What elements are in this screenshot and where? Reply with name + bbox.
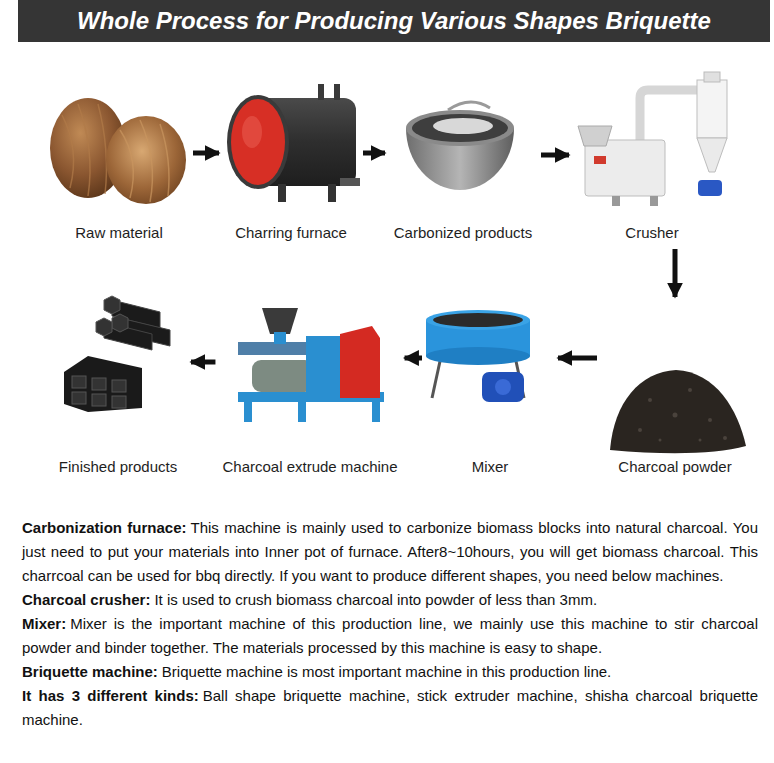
crusher-picture (578, 72, 727, 206)
machine-name: Briquette machine: (22, 663, 158, 680)
paragraph: Charcoal crusher:It is used to crush bio… (22, 588, 758, 612)
description: Carbonization furnace:This machine is ma… (22, 516, 758, 732)
coconut-picture (50, 98, 186, 204)
step-label: Charcoal powder (600, 458, 750, 476)
paragraph: Carbonization furnace:This machine is ma… (22, 516, 758, 588)
step-label: Crusher (572, 224, 732, 242)
powder-picture (610, 370, 746, 453)
process-step: Charcoal extrude machine (218, 300, 401, 478)
step-label: Mixer (425, 458, 555, 476)
mixer-picture (426, 310, 530, 402)
step-label: Charcoal extrude machine (218, 458, 401, 476)
machine-name: It has 3 different kinds: (22, 687, 199, 704)
briquette-picture (64, 296, 170, 412)
process-step: Finished products (48, 290, 188, 478)
flow-arrow (558, 356, 597, 361)
paragraph: Mixer:Mixer is the important machine of … (22, 612, 758, 660)
flow-arrow (405, 356, 422, 361)
process-step: Mixer (425, 300, 555, 478)
flow-arrow (541, 153, 569, 158)
flow-arrow (193, 151, 219, 156)
step-label: Charring furnace (222, 224, 360, 242)
process-step: Raw material (48, 86, 190, 246)
flow-arrow (191, 360, 215, 365)
extruder-picture (238, 308, 384, 422)
flow-arrow (363, 151, 385, 156)
step-label: Raw material (48, 224, 190, 242)
flow-arrow (673, 249, 678, 297)
machine-name: Charcoal crusher: (22, 591, 150, 608)
process-step: Charcoal powder (600, 300, 750, 478)
machine-description: Briquette machine is most important mach… (162, 663, 611, 680)
furnace-picture (227, 84, 360, 202)
process-step: Crusher (572, 70, 732, 246)
step-label: Finished products (48, 458, 188, 476)
machine-name: Carbonization furnace: (22, 519, 187, 536)
process-step: Carbonized products (388, 86, 538, 246)
paragraph: It has 3 different kinds:Ball shape briq… (22, 684, 758, 732)
machine-description: It is used to crush biomass charcoal int… (154, 591, 597, 608)
title: Whole Process for Producing Various Shap… (18, 0, 770, 42)
machine-description: Mixer is the important machine of this p… (22, 615, 758, 656)
machine-name: Mixer: (22, 615, 66, 632)
process-step: Charring furnace (222, 86, 360, 246)
paragraph: Briquette machine:Briquette machine is m… (22, 660, 758, 684)
title-bar (18, 0, 770, 42)
carbonized-picture (406, 102, 514, 190)
step-label: Carbonized products (388, 224, 538, 242)
